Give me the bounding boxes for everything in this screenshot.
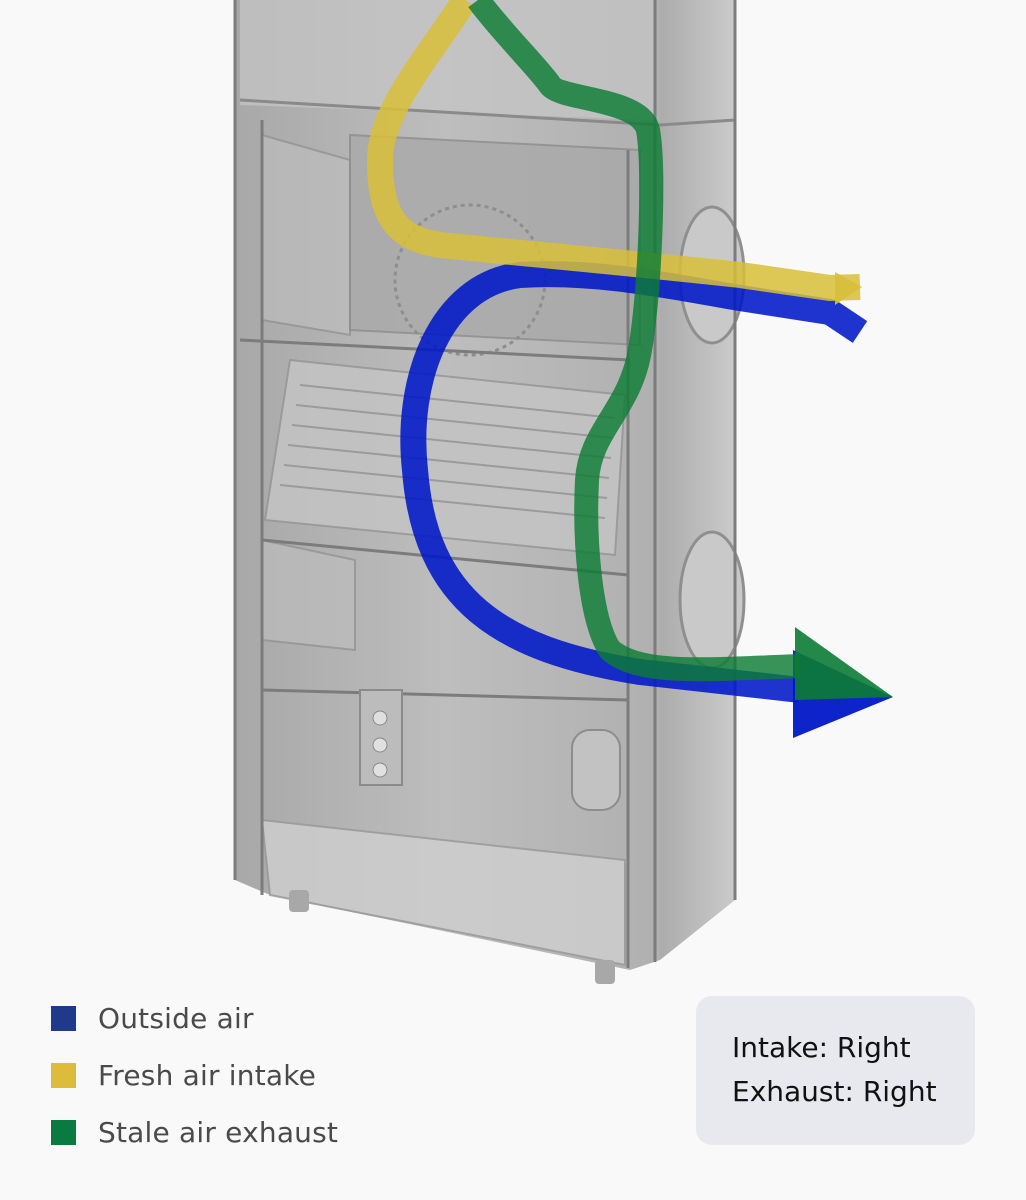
side-panel-left: [261, 133, 351, 337]
compressor: [571, 729, 621, 811]
legend-swatch: [51, 1120, 76, 1145]
foot: [289, 890, 309, 912]
connector-port: [372, 710, 388, 726]
legend-item-stale-air-exhaust: Stale air exhaust: [51, 1104, 471, 1161]
legend-label: Outside air: [98, 1002, 254, 1035]
airflow-diagram: [233, 0, 893, 984]
legend: Outside air Fresh air intake Stale air e…: [51, 990, 471, 1161]
legend-swatch: [51, 1063, 76, 1088]
unit-housing: [233, 0, 746, 984]
legend-item-fresh-air-intake: Fresh air intake: [51, 1047, 471, 1104]
legend-item-outside-air: Outside air: [51, 990, 471, 1047]
fresh-air-tip: [835, 272, 862, 305]
connector-port: [372, 737, 388, 753]
intake-direction: Intake: Right: [732, 1031, 911, 1064]
airflow-paths: [367, 0, 893, 738]
legend-label: Fresh air intake: [98, 1059, 317, 1092]
fresh-air-intake-path: [367, 0, 861, 301]
legend-swatch: [51, 1006, 76, 1031]
stale-air-arrowhead: [795, 627, 893, 700]
exhaust-direction: Exhaust: Right: [732, 1075, 937, 1108]
side-panel-lower: [261, 538, 356, 652]
cabinet-side: [660, 0, 735, 960]
stale-air-exhaust-path: [468, 0, 801, 682]
drain-tray: [260, 818, 626, 967]
connector-port: [372, 762, 388, 778]
orientation-info-box: Intake: Right Exhaust: Right: [696, 996, 975, 1145]
foot: [595, 960, 615, 984]
exchanger-fins: [279, 384, 616, 519]
heat-exchanger: [263, 358, 627, 557]
legend-label: Stale air exhaust: [98, 1116, 339, 1149]
